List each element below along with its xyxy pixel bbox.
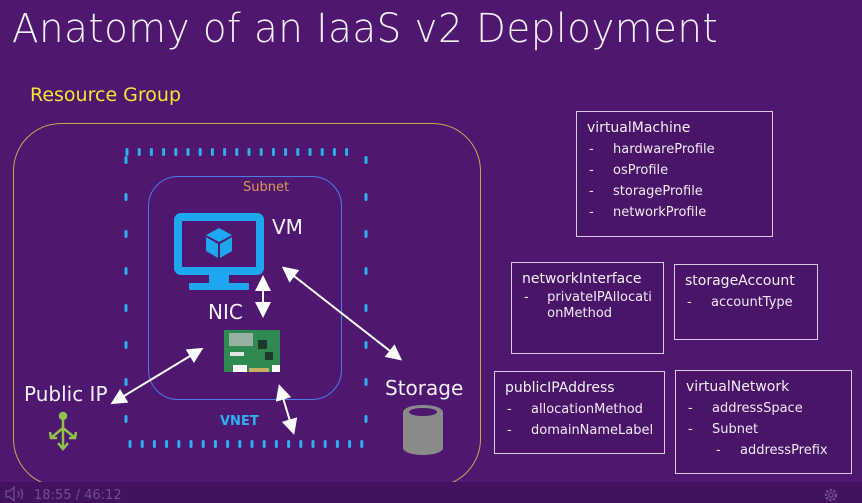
vnet-boundary-dot — [320, 148, 324, 156]
storage-cylinder-icon — [403, 405, 443, 455]
card-item: -domainNameLabel — [507, 423, 654, 438]
subnet-vnet-arrow — [275, 384, 298, 435]
vnet-boundary-dot — [311, 440, 315, 448]
vnet-boundary-dot — [124, 304, 128, 312]
vnet-boundary-dot — [335, 440, 339, 448]
vnet-boundary-dot — [250, 440, 254, 448]
vnet-boundary-dot — [124, 156, 128, 164]
vnet-boundary-dot — [128, 440, 132, 448]
vm-label: VM — [272, 215, 303, 239]
vnet-boundary-dot — [152, 440, 156, 448]
storage-label: Storage — [385, 376, 464, 400]
slide-title: Anatomy of an IaaS v2 Deployment — [12, 6, 719, 52]
vnet-boundary-dot — [332, 148, 336, 156]
vnet-boundary-dot — [140, 440, 144, 448]
vnet-boundary-dot — [271, 148, 275, 156]
vnet-boundary-dot — [210, 148, 214, 156]
nic-label: NIC — [208, 300, 243, 324]
vnet-boundary-dot — [162, 148, 166, 156]
vm-storage-arrow — [281, 266, 403, 361]
vnet-boundary-dot — [296, 148, 300, 156]
card-item: -addressSpace — [688, 401, 803, 416]
storage-account-card: storageAccount -accountType — [674, 264, 818, 340]
vnet-boundary-dot — [323, 440, 327, 448]
vnet-boundary-dot — [247, 148, 251, 156]
vnet-boundary-dot — [213, 440, 217, 448]
card-item: -networkProfile — [589, 205, 707, 220]
vnet-boundary-dot — [124, 378, 128, 386]
card-sub-item: -addressPrefix — [716, 443, 828, 458]
card-item: -privateIPAllocationMethod — [524, 290, 652, 321]
vnet-boundary-dot — [124, 193, 128, 201]
vnet-boundary-dot — [238, 440, 242, 448]
vnet-boundary-dot — [287, 440, 291, 448]
vnet-boundary-dot — [274, 440, 278, 448]
vnet-boundary-dot — [360, 440, 364, 448]
card-item: -Subnet — [688, 422, 759, 437]
network-card-icon — [224, 330, 280, 372]
vnet-boundary-dot — [308, 148, 312, 156]
card-item: -storageProfile — [589, 184, 703, 199]
vnet-boundary-dot — [201, 440, 205, 448]
vnet-boundary-dot — [186, 148, 190, 156]
virtual-machine-card: virtualMachine -hardwareProfile -osProfi… — [576, 111, 773, 237]
settings-gear-icon[interactable] — [822, 486, 840, 503]
vnet-boundary-dot — [223, 148, 227, 156]
card-item: -allocationMethod — [507, 402, 643, 417]
card-title: virtualMachine — [587, 120, 691, 136]
vnet-boundary-dot — [125, 148, 129, 156]
card-item: -hardwareProfile — [589, 142, 715, 157]
vnet-boundary-dot — [174, 148, 178, 156]
vnet-label: VNET — [220, 414, 259, 429]
vnet-boundary-dot — [364, 230, 368, 238]
public-ip-label: Public IP — [24, 382, 108, 406]
vnet-boundary-dot — [364, 267, 368, 275]
card-title: storageAccount — [685, 273, 795, 289]
vnet-boundary-dot — [364, 341, 368, 349]
vnet-boundary-dot — [235, 148, 239, 156]
vnet-boundary-dot — [259, 148, 263, 156]
card-title: virtualNetwork — [686, 379, 790, 395]
vnet-boundary-dot — [198, 148, 202, 156]
resource-group-label: Resource Group — [30, 84, 182, 106]
monitor-cube-icon — [174, 213, 264, 290]
vnet-boundary-dot — [284, 148, 288, 156]
virtual-network-card: virtualNetwork -addressSpace -Subnet -ad… — [675, 370, 852, 474]
vnet-boundary-dot — [124, 230, 128, 238]
card-item: -accountType — [687, 295, 793, 310]
vnet-boundary-dot — [299, 440, 303, 448]
network-interface-card: networkInterface -privateIPAllocationMet… — [511, 262, 664, 354]
vnet-boundary-dot — [226, 440, 230, 448]
vnet-boundary-dot — [364, 193, 368, 201]
card-item: -osProfile — [589, 163, 669, 178]
vnet-boundary-dot — [345, 148, 349, 156]
vnet-boundary-dot — [124, 415, 128, 423]
card-title: publicIPAddress — [505, 380, 615, 396]
vnet-boundary-dot — [137, 148, 141, 156]
vnet-boundary-dot — [165, 440, 169, 448]
volume-icon[interactable] — [4, 486, 30, 502]
vnet-boundary-dot — [189, 440, 193, 448]
video-player-bar — [0, 482, 862, 503]
vnet-boundary-dot — [364, 378, 368, 386]
subnet-label: Subnet — [243, 180, 290, 195]
vnet-boundary-dot — [124, 267, 128, 275]
nic-publicip-arrow — [110, 347, 204, 405]
vnet-boundary-dot — [177, 440, 181, 448]
vnet-boundary — [124, 148, 368, 448]
vnet-boundary-dot — [262, 440, 266, 448]
vnet-boundary-dot — [364, 156, 368, 164]
vnet-boundary-dot — [124, 341, 128, 349]
playback-time: 18:55 / 46:12 — [34, 488, 122, 503]
vnet-boundary-dot — [149, 148, 153, 156]
public-ip-address-card: publicIPAddress -allocationMethod -domai… — [494, 371, 665, 454]
card-title: networkInterface — [522, 271, 642, 287]
vnet-boundary-dot — [364, 415, 368, 423]
vnet-boundary-dot — [364, 304, 368, 312]
vnet-boundary-dot — [348, 440, 352, 448]
public-ip-icon — [48, 411, 78, 451]
